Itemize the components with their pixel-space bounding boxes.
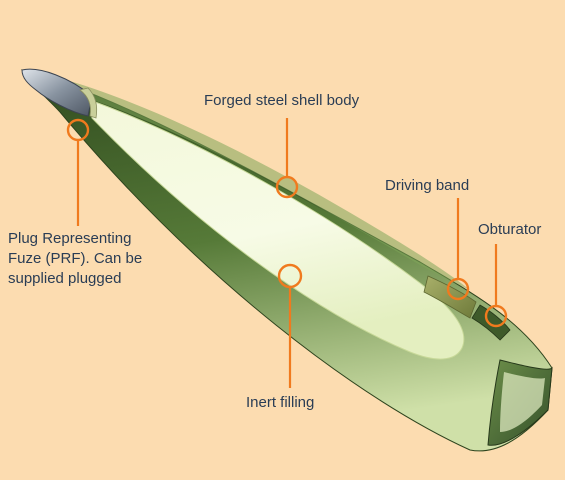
marker-inert-filling <box>277 263 303 289</box>
marker-obturator <box>484 304 508 328</box>
shell-base-face <box>500 372 545 432</box>
fuze-plug <box>21 68 93 117</box>
obturator <box>471 304 511 341</box>
label-fuze-line-3: supplied plugged <box>8 270 122 287</box>
callout-lines <box>76 118 498 388</box>
shell-highlight <box>60 78 470 290</box>
marker-driving-band <box>446 277 470 301</box>
label-shell-body: Forged steel shell body <box>204 92 360 109</box>
marker-shell-body <box>275 175 299 199</box>
label-fuze-line-2: Fuze (PRF). Can be <box>8 250 143 267</box>
label-fuze-line-1: Plug Representing <box>8 230 132 247</box>
label-inert-filling: Inert filling <box>246 394 315 411</box>
fuze-plug-ring <box>79 87 98 119</box>
marker-fuze-plug <box>66 118 90 142</box>
label-obturator: Obturator <box>478 221 542 238</box>
inert-filling-area <box>89 99 465 360</box>
label-driving-band: Driving band <box>385 177 470 194</box>
driving-band <box>423 275 477 319</box>
label-fuze-plug: Plug Representing Fuze (PRF). Can be sup… <box>8 229 188 289</box>
callout-markers <box>66 118 508 328</box>
